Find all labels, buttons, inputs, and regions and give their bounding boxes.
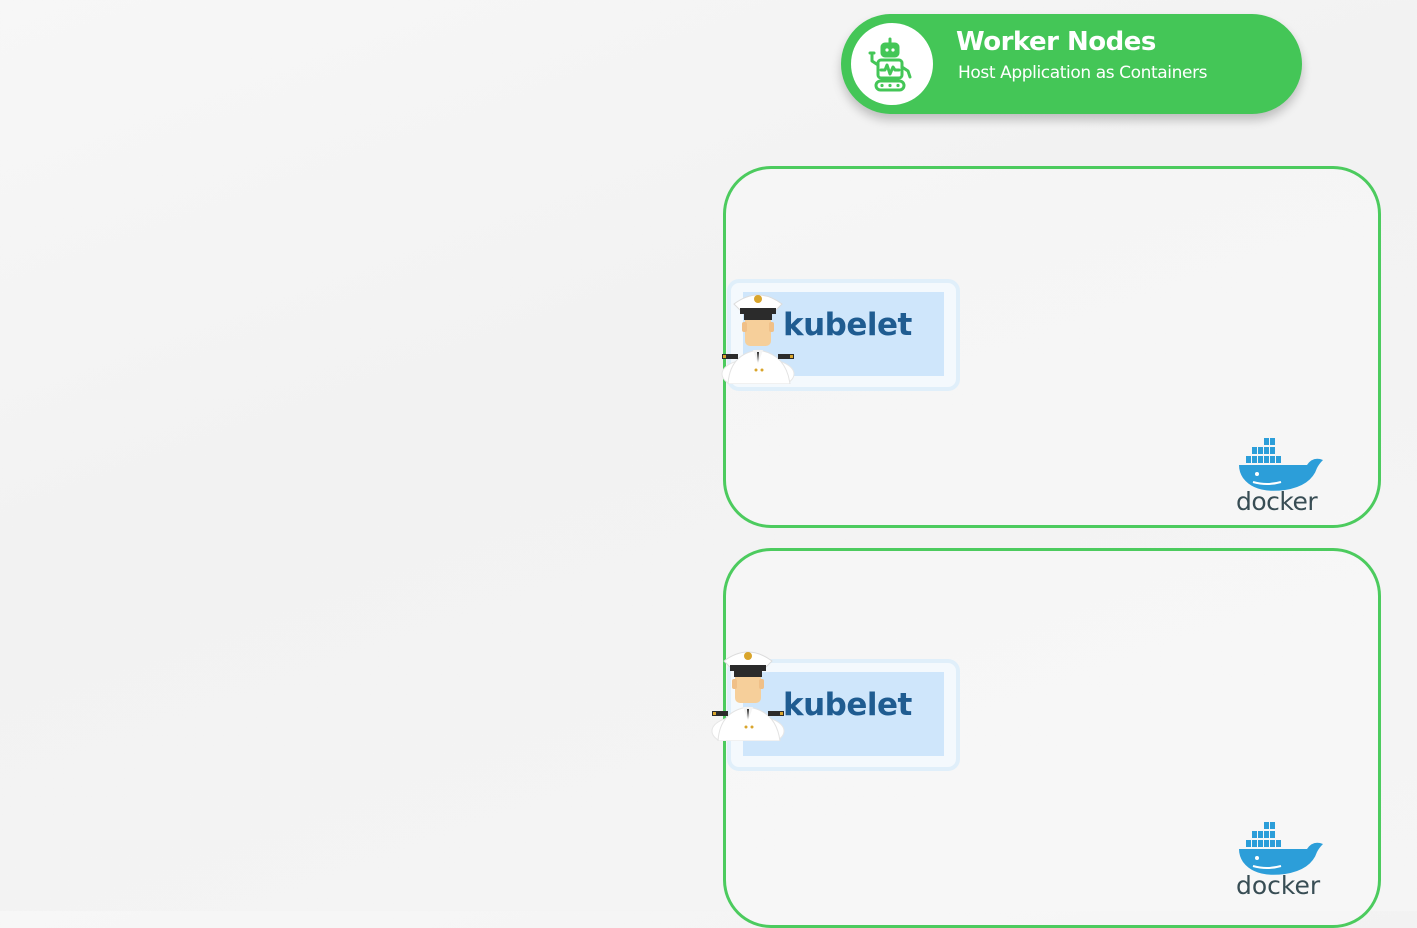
header-icon-badge bbox=[851, 23, 933, 105]
robot-icon bbox=[868, 37, 912, 92]
docker-label: docker bbox=[1236, 871, 1321, 898]
kubelet-label: kubelet bbox=[783, 307, 912, 343]
docker-whale-icon: docker bbox=[1236, 822, 1323, 898]
kubelet-label: kubelet bbox=[783, 687, 912, 723]
header-title: Worker Nodes bbox=[956, 27, 1156, 57]
ship-captain-icon bbox=[721, 294, 795, 384]
docker-whale-icon: docker bbox=[1236, 438, 1323, 514]
worker-nodes-header: Worker Nodes Host Application as Contain… bbox=[841, 14, 1302, 114]
header-subtitle: Host Application as Containers bbox=[958, 63, 1208, 83]
docker-label: docker bbox=[1236, 487, 1318, 514]
ship-captain-icon bbox=[711, 651, 785, 741]
